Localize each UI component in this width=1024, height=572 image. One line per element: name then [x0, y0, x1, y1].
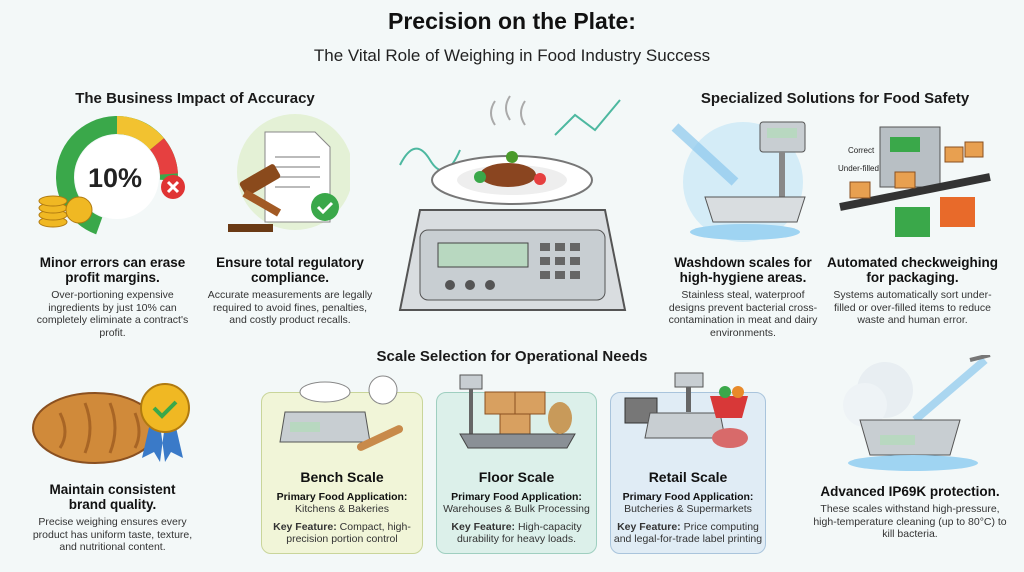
- gauge-value: 10%: [87, 163, 143, 193]
- card-title: Maintain consistent brand quality.: [49, 482, 176, 512]
- scale-feature: High-capacity durability for heavy loads…: [456, 520, 582, 546]
- card-title: Automated checkweighing for packaging.: [826, 255, 999, 285]
- scale-app-label: Primary Food Application:: [276, 491, 408, 503]
- card-title: Advanced IP69K protection.: [820, 484, 1000, 499]
- card-title: Washdown scales for high-hygiene areas.: [674, 255, 812, 285]
- page-title: Precision on the Plate:: [388, 8, 636, 34]
- card-body: These scales withstand high-pressure, hi…: [813, 503, 1007, 540]
- washdown-scale-icon: [671, 121, 806, 242]
- card-body: Over-portioning expensive ingredients by…: [36, 289, 189, 339]
- card-body: Systems automatically sort under-filled …: [833, 289, 992, 326]
- checkweigher-icon: [839, 126, 991, 237]
- scale-name: Bench Scale: [300, 469, 384, 485]
- card-body: Accurate measurements are legally requir…: [207, 289, 373, 326]
- card-ip69k: Advanced IP69K protection. These scales …: [810, 484, 1010, 541]
- scale-app: Butcheries & Supermarkets: [624, 503, 752, 515]
- scale-feature: Price computing and legal-for-trade labe…: [613, 520, 763, 546]
- profit-gauge-icon: [38, 116, 185, 238]
- checkweigh-underfilled-label: Under-filled: [838, 164, 879, 173]
- retail-scale-icon: [624, 372, 748, 448]
- bench-scale-icon: [279, 375, 404, 451]
- card-checkweighing: Automated checkweighing for packaging. S…: [825, 255, 1000, 327]
- card-body: Stainless steal, waterproof designs prev…: [668, 289, 818, 339]
- section-heading-middle: Scale Selection for Operational Needs: [376, 348, 648, 365]
- card-title: Ensure total regulatory compliance.: [216, 255, 364, 285]
- plate-scale-illustration: [398, 95, 627, 311]
- scale-name: Floor Scale: [478, 469, 555, 485]
- scale-app-label: Primary Food Application:: [451, 491, 582, 503]
- bread-quality-badge-icon: [32, 383, 190, 464]
- ip69k-scale-icon: [843, 355, 991, 471]
- card-washdown: Washdown scales for high-hygiene areas. …: [668, 255, 818, 339]
- scale-feature-label: Key Feature:: [617, 520, 681, 533]
- scale-feature-label: Key Feature:: [273, 520, 337, 533]
- scale-app: Kitchens & Bakeries: [295, 503, 389, 515]
- card-regulatory-compliance: Ensure total regulatory compliance. Accu…: [205, 255, 375, 327]
- scale-name: Retail Scale: [648, 469, 728, 485]
- gavel-document-icon: [228, 114, 350, 232]
- card-body: Precise weighing ensures every product h…: [32, 516, 193, 553]
- card-title: Minor errors can erase profit margins.: [39, 255, 186, 285]
- page-subtitle: The Vital Role of Weighing in Food Indus…: [313, 46, 711, 65]
- floor-scale-icon: [459, 374, 576, 449]
- scale-feature: Compact, high-precision portion control: [286, 520, 411, 546]
- scale-app: Warehouses & Bulk Processing: [443, 503, 590, 515]
- card-brand-quality: Maintain consistent brand quality. Preci…: [30, 482, 195, 554]
- card-profit-margins: Minor errors can erase profit margins. O…: [30, 255, 195, 339]
- section-heading-left: The Business Impact of Accuracy: [75, 90, 315, 107]
- checkweigh-correct-label: Correct: [848, 146, 875, 155]
- scale-app-label: Primary Food Application:: [622, 491, 754, 503]
- section-heading-right: Specialized Solutions for Food Safety: [700, 90, 970, 107]
- scale-feature-label: Key Feature:: [451, 520, 516, 533]
